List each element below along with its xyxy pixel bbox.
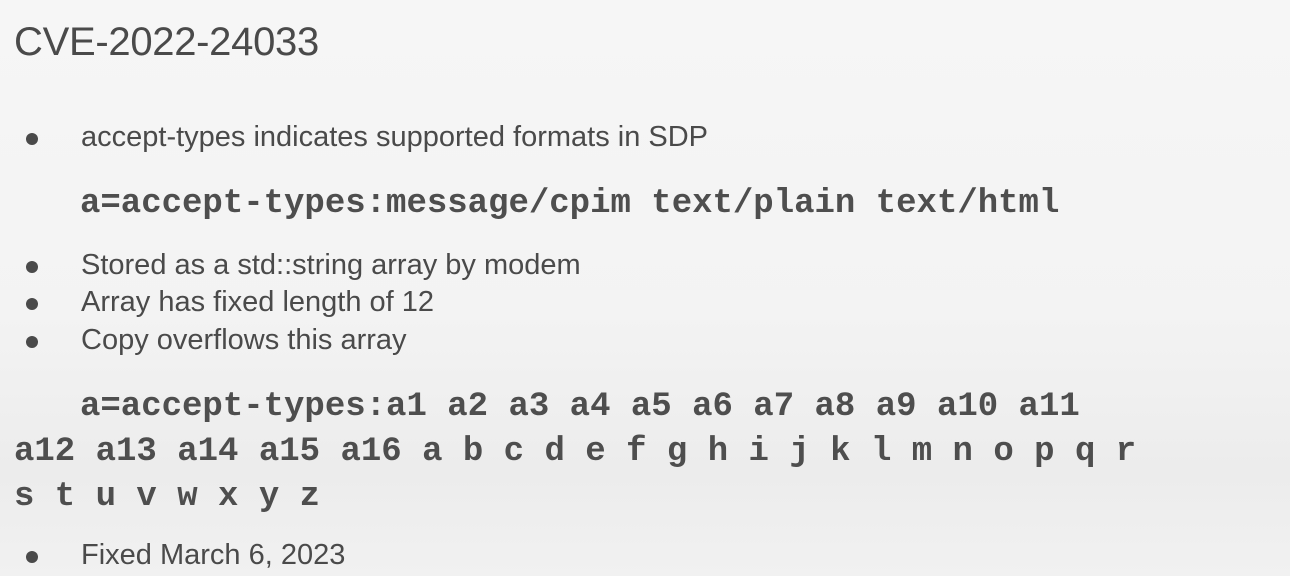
bullet-dot-icon (26, 133, 38, 145)
bullet-dot-icon (26, 551, 38, 563)
overflow-code-line-3: s t u v w x y z (14, 478, 321, 516)
slide-title: CVE-2022-24033 (14, 20, 319, 64)
bullet-dot-icon (26, 336, 38, 348)
overflow-code-line-1: a=accept-types:a1 a2 a3 a4 a5 a6 a7 a8 a… (80, 388, 1080, 426)
bullet-text: Stored as a std::string array by modem (81, 249, 581, 281)
bullet-dot-icon (26, 261, 38, 273)
bullet-dot-icon (26, 298, 38, 310)
overflow-code-line-2: a12 a13 a14 a15 a16 a b c d e f g h i j … (14, 433, 1137, 471)
bullet-text: accept-types indicates supported formats… (81, 121, 709, 153)
code-example-accept-types: a=accept-types:message/cpim text/plain t… (80, 185, 1060, 223)
bullet-text: Array has fixed length of 12 (81, 286, 435, 318)
bullet-text: Fixed March 6, 2023 (81, 539, 346, 571)
bullet-text: Copy overflows this array (81, 324, 407, 356)
